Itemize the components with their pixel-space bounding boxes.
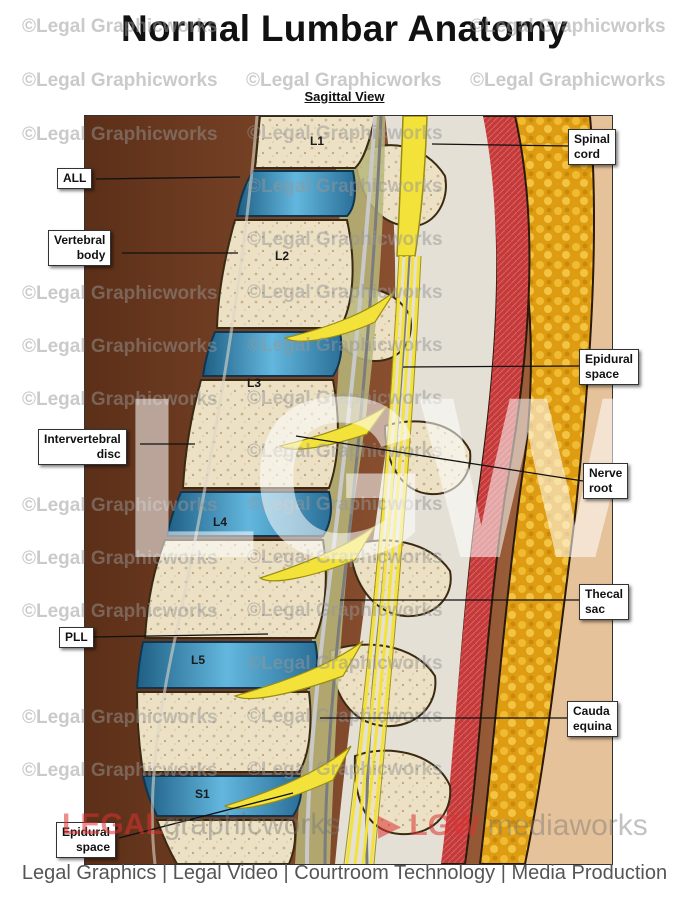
cauda-equina-outline bbox=[343, 255, 422, 864]
vertebral-body-l5 bbox=[135, 691, 312, 773]
vertebra-label-l3: L3 bbox=[247, 376, 262, 390]
vertebra-label-l4: L4 bbox=[213, 515, 228, 529]
callout-pll: PLL bbox=[59, 627, 94, 648]
vertebral-body-l3 bbox=[181, 379, 339, 489]
vertebra-label-l5: L5 bbox=[191, 653, 206, 667]
brand-right-red: LGW bbox=[409, 809, 480, 842]
view-subtitle: Sagittal View bbox=[304, 89, 385, 104]
callout-all: ALL bbox=[57, 168, 93, 189]
vertebral-body-l2 bbox=[215, 219, 354, 329]
vertebra-label-l2: L2 bbox=[275, 249, 290, 263]
callout-intervertebral-disc: Intervertebral disc bbox=[38, 429, 127, 465]
anatomy-illustration: ©Legal Graphicworks ©Legal Graphicworks … bbox=[84, 115, 613, 865]
callout-epidural-space-left: Epidural space bbox=[56, 822, 117, 858]
callout-thecal-sac: Thecal sac bbox=[579, 584, 630, 620]
brand-left-red: LEGAL bbox=[62, 808, 164, 841]
spinal-cord bbox=[396, 116, 428, 257]
callout-spinal-cord: Spinal cord bbox=[568, 129, 617, 165]
brand-left: LEGALgraphicworks bbox=[62, 808, 340, 842]
brand-right-gray: mediaworks bbox=[487, 809, 648, 842]
callout-cauda-equina: Cauda equina bbox=[567, 701, 618, 737]
footer-services: Legal Graphics | Legal Video | Courtroom… bbox=[21, 862, 668, 884]
vertebral-body-l1 bbox=[253, 116, 377, 169]
anterior-longitudinal-ligament bbox=[150, 116, 259, 864]
muscle-layer bbox=[438, 116, 531, 864]
callout-nerve-root: Nerve root bbox=[583, 463, 629, 499]
disc-l1-l2 bbox=[235, 170, 356, 217]
spine-sagittal-svg bbox=[85, 116, 612, 864]
brand-right: ▶ LGW mediaworks bbox=[378, 808, 648, 843]
vertebral-body-l4 bbox=[143, 539, 327, 639]
disc-l4-l5 bbox=[135, 641, 318, 689]
disc-l2-l3 bbox=[201, 331, 343, 377]
vertebra-label-l1: L1 bbox=[310, 134, 325, 148]
play-icon: ▶ bbox=[378, 809, 402, 842]
page-title: Normal Lumbar Anatomy bbox=[121, 8, 568, 49]
vertebra-label-s1: S1 bbox=[195, 787, 210, 801]
callout-epidural-space-right: Epidural space bbox=[579, 349, 640, 385]
brand-left-gray: graphicworks bbox=[163, 808, 341, 841]
disc-l3-l4 bbox=[165, 491, 332, 537]
callout-vertebral-body: Vertebral body bbox=[48, 230, 112, 266]
cauda-equina-bundle bbox=[345, 255, 421, 864]
